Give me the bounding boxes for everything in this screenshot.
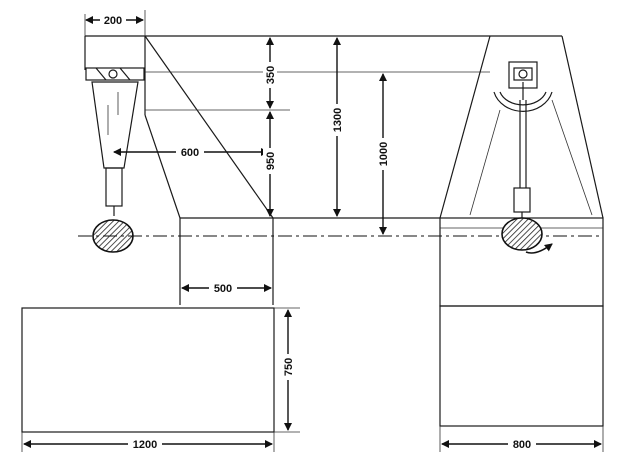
dim-label-750: 750 [283, 358, 295, 376]
dim-label-1300: 1300 [332, 108, 344, 132]
right-load-ball [501, 217, 543, 251]
dim-label-1000: 1000 [378, 142, 390, 166]
right-hoist [493, 61, 553, 220]
dim-label-200: 200 [104, 15, 122, 27]
dim-label-950: 950 [265, 152, 277, 170]
right-frame [439, 35, 604, 307]
dim-label-800: 800 [513, 439, 531, 451]
rotation-arrow-icon [525, 243, 553, 254]
left-hoist [85, 67, 145, 216]
right-base-block [439, 305, 604, 427]
dim-label-350: 350 [265, 66, 277, 84]
left-base-block [21, 307, 275, 433]
dim-label-1200: 1200 [133, 439, 157, 451]
dim-label-500: 500 [214, 283, 232, 295]
dim-label-600: 600 [181, 147, 199, 159]
left-frame [84, 35, 490, 305]
